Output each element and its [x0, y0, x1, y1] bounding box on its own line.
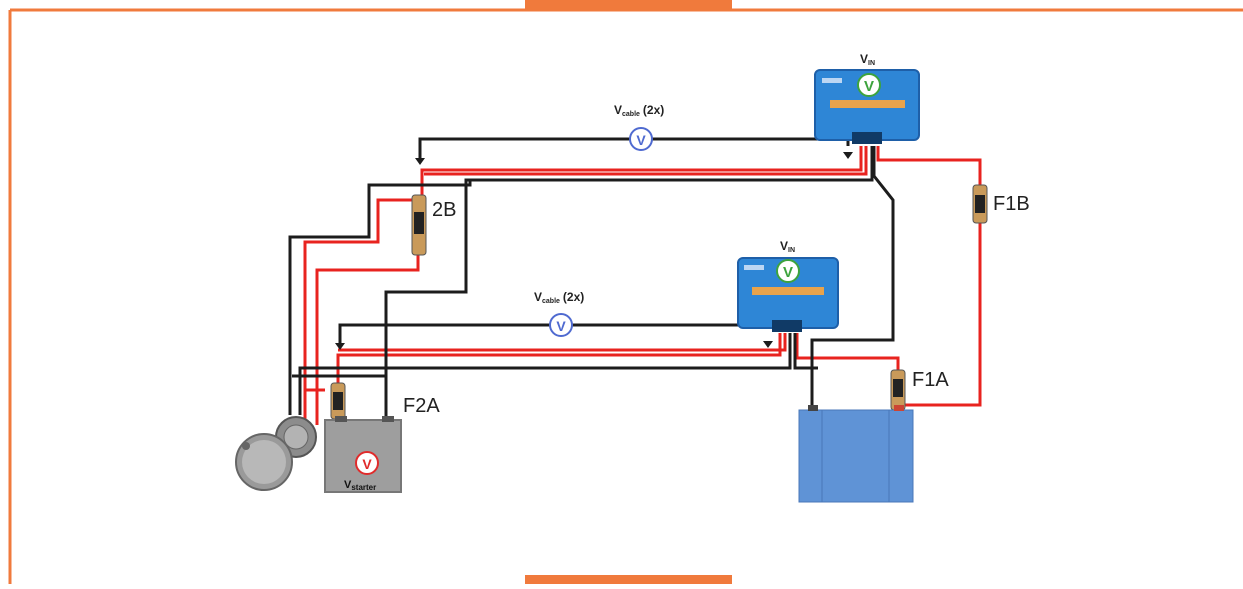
- starter-meter-main: V: [344, 479, 352, 491]
- fuse-f1a-label: F1A: [912, 369, 949, 391]
- house-battery-icon: [798, 409, 914, 503]
- controller-bottom: V VIN: [737, 239, 839, 332]
- house-battery: [798, 405, 914, 503]
- voltmeter-icon: [549, 313, 573, 337]
- controller-top-vin-sub: IN: [868, 60, 875, 67]
- cable-meter-top-main: V: [614, 103, 622, 117]
- fuse-f2a-label: F2A: [403, 395, 440, 417]
- controller-bottom-vin-sub: IN: [788, 247, 795, 254]
- controller-bottom-vin-main: V: [780, 239, 788, 253]
- cable-meter-bottom-sub: cable: [542, 298, 560, 305]
- starter-battery: V Vstarter: [324, 416, 402, 493]
- cable-meter-top-suffix: (2x): [643, 103, 664, 117]
- fuse-f2a: F2A: [330, 382, 440, 420]
- voltmeter-icon: [857, 73, 881, 97]
- voltmeter-icon: [776, 259, 800, 283]
- slide-frame: [8, 0, 1243, 584]
- svg-text:VIN: VIN: [860, 52, 875, 67]
- fuse-f1a: F1A: [890, 369, 949, 411]
- cable-meter-bottom-symbol: V: [556, 318, 566, 334]
- svg-text:Vstarter: Vstarter: [344, 479, 376, 492]
- fuse-2b: 2B: [411, 194, 456, 256]
- fuse-f1b-label: F1B: [993, 193, 1030, 215]
- controller-bottom-meter-symbol: V: [783, 264, 793, 281]
- svg-text:Vcable(2x): Vcable(2x): [614, 103, 664, 118]
- positive-wires: [303, 146, 982, 425]
- fuse-f1b: F1B: [972, 184, 1030, 224]
- cable-meter-top: V Vcable(2x): [614, 103, 664, 151]
- voltmeter-icon: [355, 451, 379, 475]
- controller-top: V VIN: [814, 52, 920, 144]
- controller-top-meter-symbol: V: [864, 78, 874, 95]
- cable-meter-bottom: V Vcable(2x): [534, 290, 584, 337]
- starter-meter-sub: starter: [351, 483, 376, 492]
- cable-meter-bottom-main: V: [534, 290, 542, 304]
- svg-text:VIN: VIN: [780, 239, 795, 254]
- fuse-2b-label: 2B: [432, 199, 456, 221]
- controller-top-vin-main: V: [860, 52, 868, 66]
- voltmeter-icon: [629, 127, 653, 151]
- svg-text:Vcable(2x): Vcable(2x): [534, 290, 584, 305]
- cable-meter-top-symbol: V: [636, 132, 646, 148]
- cable-meter-top-sub: cable: [622, 111, 640, 118]
- alternator: [235, 416, 317, 491]
- starter-meter-symbol: V: [362, 456, 372, 472]
- cable-meter-bottom-suffix: (2x): [563, 290, 584, 304]
